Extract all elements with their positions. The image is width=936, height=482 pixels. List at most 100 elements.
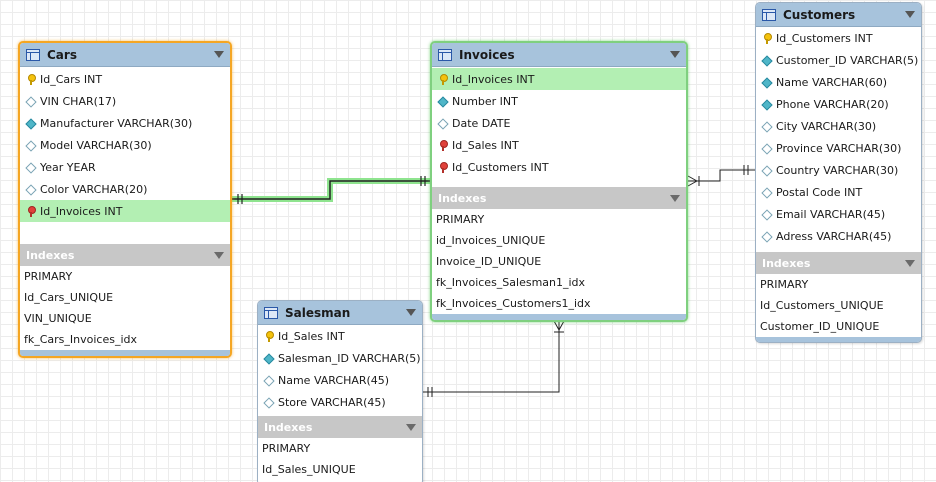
table-header[interactable]: Salesman [258, 301, 422, 325]
index-row[interactable]: PRIMARY [760, 278, 809, 291]
spacer [432, 178, 686, 187]
table-customers[interactable]: Customers Id_Customers INT Customer_ID V… [755, 2, 922, 343]
column-row[interactable]: Id_Customers INT [432, 156, 686, 178]
column-row-highlighted[interactable]: Id_Invoices INT [20, 200, 230, 222]
column-icon [762, 231, 772, 242]
column-label: Id_Sales INT [452, 138, 519, 152]
index-row[interactable]: PRIMARY [262, 442, 311, 455]
column-label: Id_Invoices INT [452, 72, 535, 86]
indexes-header[interactable]: Indexes [258, 416, 422, 438]
indexes-label: Indexes [438, 191, 487, 205]
relationship-invoices-customers[interactable] [688, 169, 755, 182]
column-label: Id_Cars INT [40, 72, 103, 86]
column-row[interactable]: Store VARCHAR(45) [258, 391, 422, 413]
column-row[interactable]: Color VARCHAR(20) [20, 178, 230, 200]
table-footer [756, 337, 921, 342]
cardinality-many-mark [553, 320, 560, 331]
not-null-column-icon [26, 118, 36, 129]
column-label: Province VARCHAR(30) [776, 141, 902, 155]
column-row[interactable]: Number INT [432, 90, 686, 112]
column-row[interactable]: Id_Cars INT [20, 68, 230, 90]
collapse-toggle-icon[interactable] [905, 259, 915, 267]
column-row[interactable]: Name VARCHAR(45) [258, 369, 422, 391]
column-label: Salesman_ID VARCHAR(5) [278, 351, 421, 365]
column-row[interactable]: Country VARCHAR(30) [756, 159, 921, 181]
primary-key-icon [26, 73, 36, 85]
index-row[interactable]: Invoice_ID_UNIQUE [436, 255, 542, 268]
column-row[interactable]: Phone VARCHAR(20) [756, 93, 921, 115]
indexes-header[interactable]: Indexes [432, 187, 686, 209]
table-invoices[interactable]: Invoices Id_Invoices INT Number INT Date… [430, 41, 688, 322]
collapse-toggle-icon[interactable] [905, 11, 915, 18]
table-header[interactable]: Invoices [432, 43, 686, 67]
collapse-toggle-icon[interactable] [214, 251, 224, 259]
column-row[interactable]: Salesman_ID VARCHAR(5) [258, 347, 422, 369]
table-salesman[interactable]: Salesman Id_Sales INT Salesman_ID VARCHA… [257, 300, 423, 482]
column-label: Customer_ID VARCHAR(5) [776, 53, 919, 67]
column-label: Id_Customers INT [776, 31, 873, 45]
column-label: Model VARCHAR(30) [40, 138, 152, 152]
column-icon [762, 143, 772, 154]
column-row[interactable]: Model VARCHAR(30) [20, 134, 230, 156]
table-header[interactable]: Customers [756, 3, 921, 27]
collapse-toggle-icon[interactable] [406, 423, 416, 431]
index-row[interactable]: PRIMARY [24, 270, 73, 283]
column-label: Id_Sales INT [278, 329, 345, 343]
spacer [20, 222, 230, 244]
collapse-toggle-icon[interactable] [670, 194, 680, 202]
column-row[interactable]: Date DATE [432, 112, 686, 134]
column-row[interactable]: Province VARCHAR(30) [756, 137, 921, 159]
column-row[interactable]: Year YEAR [20, 156, 230, 178]
column-row[interactable]: Id_Sales INT [258, 325, 422, 347]
column-row[interactable]: Email VARCHAR(45) [756, 203, 921, 225]
table-icon [438, 48, 452, 61]
relationship-cars-invoices[interactable] [232, 180, 431, 200]
collapse-toggle-icon[interactable] [670, 51, 680, 58]
column-row[interactable]: Customer_ID VARCHAR(5) [756, 49, 921, 71]
table-footer [432, 314, 686, 320]
index-row[interactable]: fk_Invoices_Salesman1_idx [436, 276, 586, 289]
column-label: Id_Invoices INT [40, 204, 123, 218]
index-row[interactable]: Id_Cars_UNIQUE [24, 291, 114, 304]
column-row[interactable]: Adress VARCHAR(45) [756, 225, 921, 247]
foreign-key-icon [438, 161, 448, 173]
column-label: Postal Code INT [776, 185, 863, 199]
indexes-header[interactable]: Indexes [20, 244, 230, 266]
index-row[interactable]: PRIMARY [436, 213, 485, 226]
table-icon [264, 306, 278, 319]
collapse-toggle-icon[interactable] [406, 309, 416, 316]
column-row-highlighted[interactable]: Id_Invoices INT [432, 68, 686, 90]
column-label: Store VARCHAR(45) [278, 395, 386, 409]
column-row[interactable]: Postal Code INT [756, 181, 921, 203]
column-row[interactable]: Name VARCHAR(60) [756, 71, 921, 93]
index-row[interactable]: fk_Cars_Invoices_idx [24, 333, 138, 346]
collapse-toggle-icon[interactable] [214, 51, 224, 58]
column-icon [762, 187, 772, 198]
index-row[interactable]: VIN_UNIQUE [24, 312, 92, 325]
column-row[interactable]: Manufacturer VARCHAR(30) [20, 112, 230, 134]
column-label: Number INT [452, 94, 518, 108]
cardinality-many-mark [558, 320, 565, 331]
column-row[interactable]: VIN CHAR(17) [20, 90, 230, 112]
index-row[interactable]: fk_Invoices_Customers1_idx [436, 297, 591, 310]
index-row[interactable]: Customer_ID_UNIQUE [760, 320, 880, 333]
foreign-key-icon [26, 205, 36, 217]
column-row[interactable]: City VARCHAR(30) [756, 115, 921, 137]
relationship-invoices-salesman[interactable] [423, 321, 560, 393]
index-row[interactable]: id_Invoices_UNIQUE [436, 234, 546, 247]
cardinality-many-mark [687, 180, 698, 187]
indexes-header[interactable]: Indexes [756, 252, 921, 274]
column-icon [762, 209, 772, 220]
column-label: Year YEAR [40, 160, 96, 174]
indexes-label: Indexes [762, 256, 811, 270]
table-title: Customers [783, 7, 856, 22]
column-icon [438, 118, 448, 129]
column-row[interactable]: Id_Sales INT [432, 134, 686, 156]
column-row[interactable]: Id_Customers INT [756, 27, 921, 49]
index-row[interactable]: Id_Customers_UNIQUE [760, 299, 884, 312]
table-cars[interactable]: Cars Id_Cars INT VIN CHAR(17) Manufactur… [18, 41, 232, 358]
column-label: Phone VARCHAR(20) [776, 97, 889, 111]
table-header[interactable]: Cars [20, 43, 230, 67]
table-title: Invoices [459, 47, 515, 62]
index-row[interactable]: Id_Sales_UNIQUE [262, 463, 356, 476]
